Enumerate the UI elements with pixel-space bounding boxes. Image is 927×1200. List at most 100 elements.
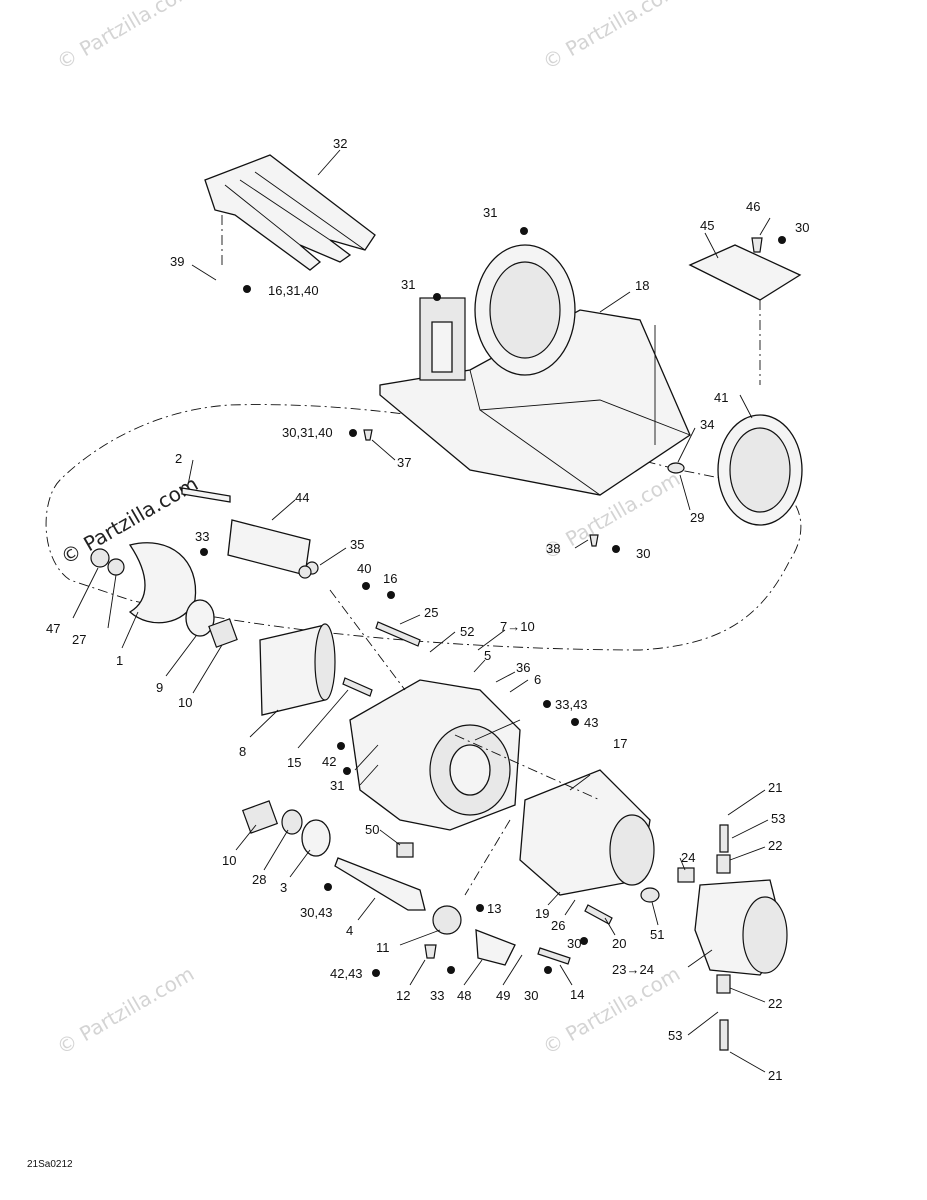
callout-10: 10 — [178, 695, 192, 710]
part-23-nozzle — [694, 879, 788, 976]
callout-38: 38 — [546, 541, 560, 556]
part-22-sleeve — [716, 854, 731, 874]
callout-11: 11 — [376, 940, 390, 955]
callout-40: 40 — [357, 561, 371, 576]
part-38-screw — [589, 534, 599, 547]
callout-1: 1 — [116, 653, 123, 668]
callout-31: 31 — [401, 277, 415, 292]
callout-6: 6 — [534, 672, 541, 687]
part-21-bolt-lower — [719, 1019, 729, 1051]
callout-45: 45 — [700, 218, 714, 233]
part-44-sleeve — [227, 519, 311, 576]
part-51-clip — [640, 887, 660, 903]
callout-35: 35 — [350, 537, 364, 552]
adhesive-drops — [200, 227, 786, 977]
callout-10: 10 — [222, 853, 236, 868]
part-22-sleeve-lower — [716, 974, 731, 994]
callout-33-43: 33,43 — [555, 697, 588, 712]
part-21-bolt — [719, 824, 729, 853]
part-14-screw — [537, 947, 571, 965]
callout-30: 30 — [524, 988, 538, 1003]
callout-30: 30 — [795, 220, 809, 235]
callout-49: 49 — [496, 988, 510, 1003]
callout-39: 39 — [170, 254, 184, 269]
part-17-venturi — [519, 769, 655, 896]
callout-33: 33 — [195, 529, 209, 544]
callout-41: 41 — [714, 390, 728, 405]
callout-51: 51 — [650, 927, 664, 942]
callout-18: 18 — [635, 278, 649, 293]
part-10-bushing — [208, 618, 238, 648]
callout-32: 32 — [333, 136, 347, 151]
callout-30-31-40: 30,31,40 — [282, 425, 333, 440]
callout-4: 4 — [346, 923, 353, 938]
part-8-wear-ring-edge — [314, 623, 336, 701]
callout-15: 15 — [287, 755, 301, 770]
callout-50: 50 — [365, 822, 379, 837]
callout-2: 2 — [175, 451, 182, 466]
part-10-bushing-lower — [241, 800, 279, 834]
watermarks: © Partzilla.com © Partzilla.com © Partzi… — [53, 0, 685, 1059]
part-25-stud — [375, 621, 421, 647]
part-35-oring — [298, 565, 312, 579]
callout-34: 34 — [700, 417, 714, 432]
callout-22: 22 — [768, 838, 782, 853]
callout-53: 53 — [668, 1028, 682, 1043]
callout-16: 16 — [383, 571, 397, 586]
callout-25: 25 — [424, 605, 438, 620]
part-28-washer — [281, 809, 303, 835]
watermark: © Partzilla.com — [53, 0, 199, 74]
part-29-washer — [667, 462, 685, 474]
callout-53: 53 — [771, 811, 785, 826]
callout-33: 33 — [430, 988, 444, 1003]
callout-9: 9 — [156, 680, 163, 695]
callout-26: 26 — [551, 918, 565, 933]
callout-21: 21 — [768, 780, 782, 795]
callout-16-31-40: 16,31,40 — [268, 283, 319, 298]
figure-code: 21Sa0212 — [27, 1159, 73, 1170]
watermark: © Partzilla.com — [53, 961, 199, 1059]
callout-3: 3 — [280, 880, 287, 895]
callout-5: 5 — [484, 648, 491, 663]
callout-48: 48 — [457, 988, 471, 1003]
part-1-impeller — [128, 542, 197, 624]
callout-27: 27 — [72, 632, 86, 647]
part-3-bearing — [301, 819, 331, 857]
callout-21: 21 — [768, 1068, 782, 1083]
part-41-ring-inner — [729, 427, 791, 513]
callout-22: 22 — [768, 996, 782, 1011]
part-20-screw — [584, 904, 613, 925]
part-32-grate — [204, 154, 376, 271]
part-50-block — [396, 842, 414, 858]
callout-36: 36 — [516, 660, 530, 675]
callout-37: 37 — [397, 455, 411, 470]
callout-42-43: 42,43 — [330, 966, 363, 981]
part-47-cap — [90, 548, 110, 568]
part-9-bearing — [185, 599, 215, 637]
callout-31: 31 — [483, 205, 497, 220]
callout-7-10: 7→10 — [500, 619, 535, 634]
callout-12: 12 — [396, 988, 410, 1003]
callout-19: 19 — [535, 906, 549, 921]
leader-lines — [72, 149, 771, 1073]
part-11-oring — [432, 905, 462, 935]
part-4-shaft — [334, 857, 426, 911]
part-31-ring-inner — [489, 261, 561, 359]
watermark: © Partzilla.com — [539, 0, 685, 74]
callout-52: 52 — [460, 624, 474, 639]
part-2-shaft — [181, 487, 231, 503]
part-12-plug — [424, 944, 437, 959]
callout-13: 13 — [487, 901, 501, 916]
part-45-plate — [688, 244, 802, 385]
callout-17: 17 — [613, 736, 627, 751]
callout-14: 14 — [570, 987, 584, 1002]
callout-labels: 32 39 16,31,40 31 31 18 45 46 30 41 34 2… — [46, 136, 809, 1083]
part-24-bushing — [677, 867, 695, 883]
callout-30: 30 — [636, 546, 650, 561]
callout-46: 46 — [746, 199, 760, 214]
callout-24: 24 — [681, 850, 695, 865]
callout-8: 8 — [239, 744, 246, 759]
pump-housing — [349, 679, 521, 831]
callout-30: 30 — [567, 936, 581, 951]
callout-30-43: 30,43 — [300, 905, 333, 920]
